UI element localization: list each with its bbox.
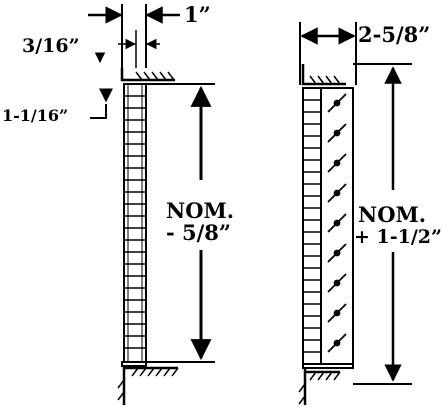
left-lip-label: 3/16”: [22, 35, 80, 57]
left-top-frame: [120, 68, 136, 82]
right-nom-label: NOM.: [358, 202, 426, 227]
left-nom-label: NOM.: [166, 198, 234, 223]
left-nom-adjust: - 5/8”: [166, 220, 231, 245]
offset-leader: [90, 104, 107, 119]
left-width-label: 1”: [184, 2, 211, 27]
left-bottom-hatch: [117, 367, 179, 401]
right-nom-adjust: + 1-1/2”: [354, 226, 442, 248]
left-top-hatch: [135, 71, 175, 81]
right-width-label: 2-5/8”: [358, 22, 430, 47]
right-inclined-blades: [327, 93, 347, 353]
right-top-frame: [301, 64, 311, 86]
right-detail: 2-5/8”: [298, 22, 442, 405]
left-blade-stack: [123, 83, 147, 363]
left-offset-label: 1-1/16”: [2, 106, 68, 125]
right-bottom-frame: [302, 363, 354, 369]
left-bottom-frame: [121, 361, 147, 367]
left-blade-slats: [124, 95, 146, 349]
right-top-hatch: [309, 75, 341, 85]
right-bottom-hatch: [298, 371, 341, 405]
right-blade-slats: [303, 99, 321, 353]
right-blade-stack: [302, 87, 322, 365]
left-detail: 1” 3/16” 1-1/16”: [2, 2, 234, 405]
